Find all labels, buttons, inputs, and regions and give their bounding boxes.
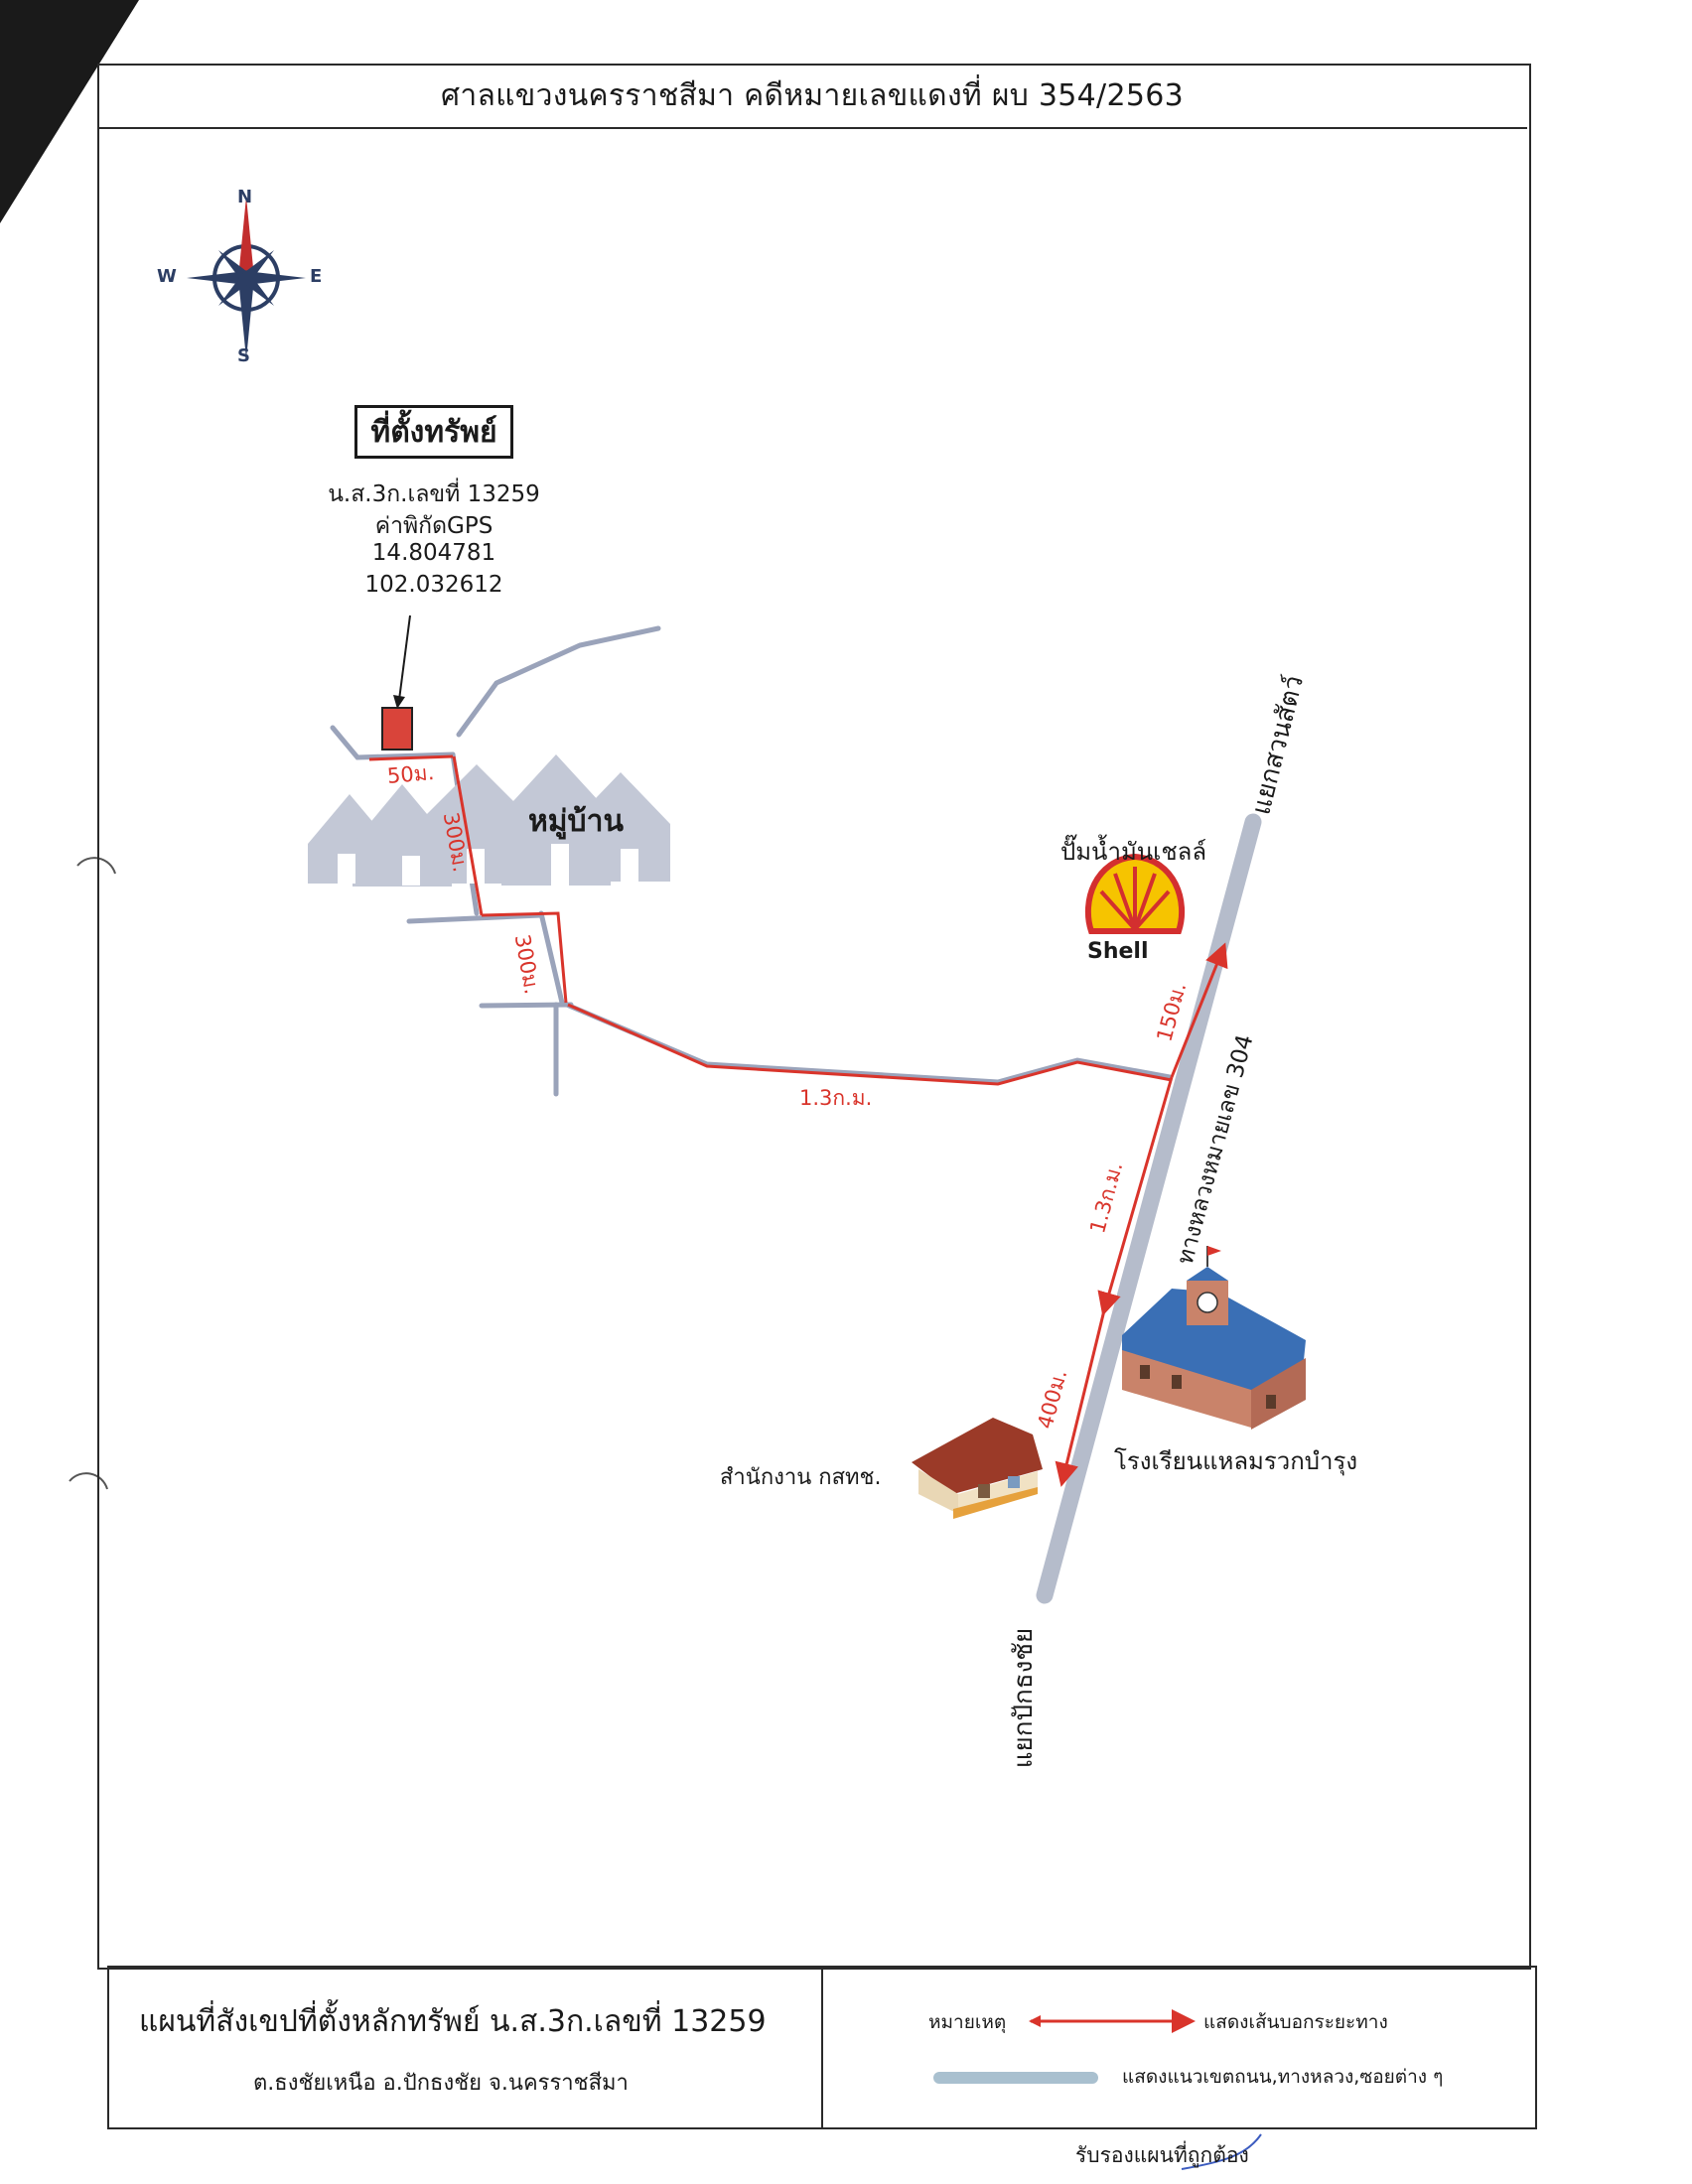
road-long <box>538 910 1173 1085</box>
road-north <box>456 625 661 738</box>
village-label: หมู่บ้าน <box>528 804 624 839</box>
property-pointer-line <box>398 614 411 701</box>
route-400m <box>1055 1309 1106 1487</box>
legend-arrow-text: แสดงเส้นบอกระยะทาง <box>1203 2011 1388 2033</box>
compass-n: N <box>237 187 253 207</box>
property-marker <box>381 707 413 751</box>
office-building-icon <box>912 1418 1043 1519</box>
map-frame <box>97 64 1531 1970</box>
property-label-box: ที่ตั้งทรัพย์ <box>354 405 513 459</box>
property-pointer-head <box>393 695 405 709</box>
gas-station-label: ปั๊มน้ำมันเชลล์ <box>1060 838 1207 866</box>
legend-arrow-tail <box>1029 2015 1041 2027</box>
page-title: ศาลแขวงนครราชสีมา คดีหมายเลขแดงที่ ผบ 35… <box>97 64 1527 129</box>
scan-corner-shadow <box>0 0 139 223</box>
signature <box>1181 2133 1262 2170</box>
route-1-3km <box>567 1003 1173 1086</box>
property-lon: 102.032612 <box>364 572 503 598</box>
route-1-3km-b <box>1097 1076 1174 1316</box>
legend-road-text: แสดงแนวเขตถนน,ทางหลวง,ซอยต่าง ๆ <box>1122 2066 1444 2088</box>
junction-south-label: แยกปักธงชัย <box>1009 1627 1040 1769</box>
property-gps-label: ค่าพิกัดGPS <box>374 513 494 539</box>
compass-icon <box>187 197 306 359</box>
property-lat: 14.804781 <box>371 540 496 566</box>
map-subtitle: ต.ธงชัยเหนือ อ.ปักธงชัย จ.นครราชสีมา <box>253 2071 629 2096</box>
map-title: แผนที่สังเขปที่ตั้งหลักทรัพย์ น.ส.3ก.เลข… <box>139 2004 767 2039</box>
school-label: โรงเรียนแหลมรวกบำรุง <box>1114 1447 1358 1475</box>
punch-hole-2 <box>69 1472 108 1490</box>
distance-50m: 50ม. <box>386 759 436 789</box>
distance-1-3km-a: 1.3ก.ม. <box>799 1086 873 1110</box>
footer-divider <box>821 1966 823 2129</box>
road-mid <box>406 912 543 924</box>
legend-label: หมายเหตุ <box>928 2011 1007 2033</box>
school-building-icon <box>1122 1246 1306 1430</box>
shell-logo-icon <box>1084 853 1186 934</box>
route-300m-b <box>481 911 568 1004</box>
village-icon <box>308 754 670 887</box>
route-path <box>368 754 1228 1487</box>
route-150m <box>1170 942 1228 1078</box>
compass-s: S <box>237 345 250 366</box>
compass-e: E <box>310 266 323 287</box>
route-50m <box>368 754 454 761</box>
route-300m-a <box>452 755 484 916</box>
property-deed: น.ส.3ก.เลขที่ 13259 <box>328 481 540 507</box>
shell-logo-text: Shell <box>1087 939 1149 964</box>
road-top <box>330 725 456 760</box>
office-label: สำนักงาน กสทช. <box>720 1465 882 1490</box>
certify-text: รับรองแผนที่ถูกต้อง <box>1075 2143 1249 2167</box>
compass-w: W <box>157 266 177 287</box>
